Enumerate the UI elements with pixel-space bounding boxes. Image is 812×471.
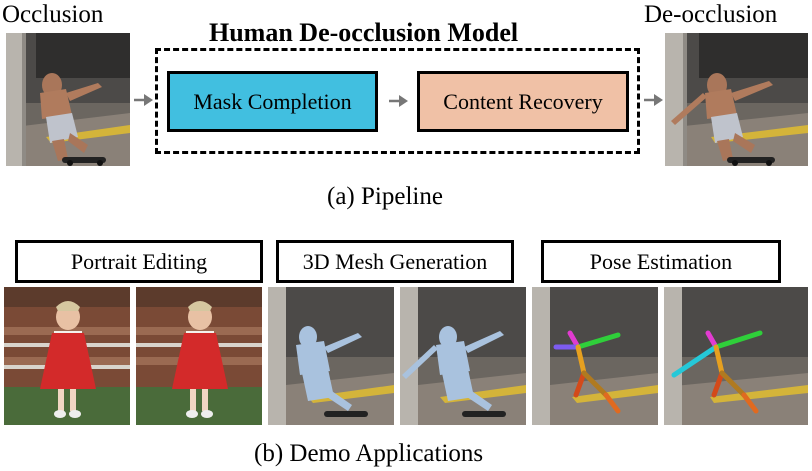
app-label-pose-estimation: Pose Estimation <box>541 240 781 283</box>
arrow-right-icon <box>644 94 663 106</box>
mesh-deoccluded-image <box>400 287 526 425</box>
app-label-portrait-editing: Portrait Editing <box>15 240 263 283</box>
occluded-input-image <box>6 33 130 166</box>
output-label: De-occlusion <box>644 1 778 28</box>
deoccluded-output-image <box>665 33 808 166</box>
pose-occluded-image <box>532 287 658 425</box>
content-recovery-block: Content Recovery <box>417 71 629 132</box>
arrow-right-icon <box>389 95 408 107</box>
pose-deoccluded-image <box>664 287 808 425</box>
model-dashed-box <box>155 48 640 154</box>
mesh-occluded-image <box>268 287 394 425</box>
portrait-after-image <box>136 287 262 425</box>
model-title: Human De-occlusion Model <box>209 18 519 47</box>
arrow-right-icon <box>134 94 153 106</box>
pipeline-caption: (a) Pipeline <box>327 183 443 210</box>
mask-completion-block: Mask Completion <box>167 71 378 132</box>
portrait-before-image <box>4 287 130 425</box>
demo-caption: (b) Demo Applications <box>254 440 484 467</box>
input-label: Occlusion <box>2 1 104 28</box>
app-label-3d-mesh-generation: 3D Mesh Generation <box>276 240 514 283</box>
